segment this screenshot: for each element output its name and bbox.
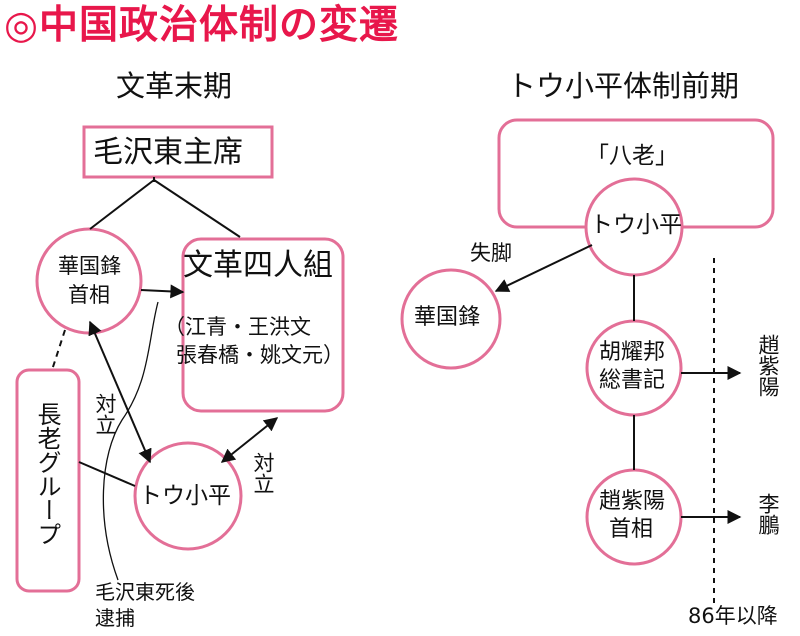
mao-to-gang-line	[153, 179, 241, 238]
hua-to-gang-arrow	[140, 284, 185, 299]
mao-label: 毛沢東主席	[93, 135, 243, 170]
hu-label-line2: 総書記	[599, 368, 666, 393]
deng-circle-left	[133, 441, 243, 551]
mao-to-hua-line	[89, 179, 155, 230]
hua-circle-right	[400, 268, 502, 370]
deng-to-hua-arrow	[494, 244, 593, 292]
eight-elders-label: 「八老」	[586, 143, 678, 169]
arrest-curve	[102, 301, 159, 581]
gang-members-line2: 張春橋・姚文元）	[176, 343, 344, 367]
successor-zhao-label: 趙紫陽	[756, 334, 780, 397]
left-heading: 文革末期	[116, 69, 233, 103]
gang-members-line1: （江青・王洪文	[164, 315, 311, 339]
arrest-note-line2: 逮捕	[95, 606, 135, 630]
right-heading: トウ小平体制前期	[507, 69, 740, 103]
deng-label-left: トウ小平	[139, 483, 231, 509]
gang-deng-conflict-arrow	[220, 417, 279, 463]
zhao-label-line1: 趙紫陽	[599, 489, 666, 514]
page-title: ◎中国政治体制の変遷	[4, 3, 400, 48]
deng-label-right: トウ小平	[590, 212, 682, 238]
elders-box	[15, 368, 81, 593]
elders-label: 長老グループ	[33, 402, 61, 546]
zhao-label-line2: 首相	[609, 517, 654, 542]
hua-deng-conflict-arrow	[88, 320, 152, 464]
elders-to-deng-line	[78, 461, 136, 487]
gang-title: 文革四人組	[183, 248, 333, 283]
hua-label-line1: 華国鋒	[58, 254, 121, 278]
hua-label-right: 華国鋒	[414, 305, 481, 330]
hu-label-line1: 胡耀邦	[599, 340, 666, 365]
conflict-label-right: 対立	[251, 452, 275, 494]
downfall-label: 失脚	[470, 241, 512, 265]
conflict-label-left: 対立	[93, 393, 117, 435]
hua-elders-dashed-line	[51, 329, 66, 371]
hua-circle	[35, 227, 143, 335]
hua-label-line2: 首相	[68, 283, 110, 307]
arrest-note-line1: 毛沢東死後	[95, 580, 195, 604]
gang-box	[181, 237, 345, 413]
successor-li-label: 李鵬	[756, 493, 780, 535]
year-label: 86年以降	[688, 604, 778, 628]
mao-box	[82, 125, 274, 179]
